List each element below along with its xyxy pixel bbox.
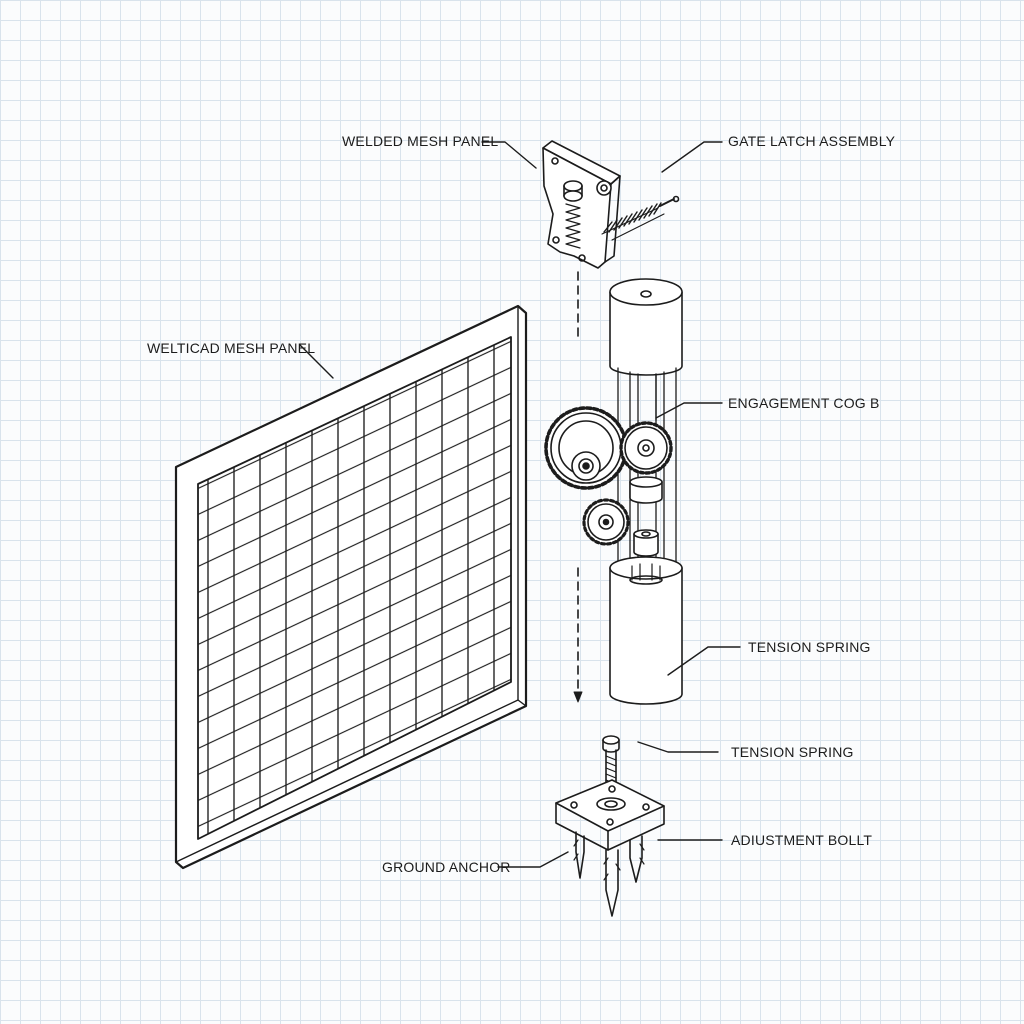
callout-tension-spring-upper: TENSION SPRING [748, 639, 871, 655]
leader-welded-mesh-panel-top [481, 141, 537, 169]
leader-ground-anchor [497, 851, 569, 868]
callout-tension-spring-lower: TENSION SPRING [731, 744, 854, 760]
gear-large [544, 406, 628, 490]
ground-anchor [555, 779, 665, 917]
leader-engagement-cog [655, 402, 723, 419]
callout-engagement-cog: ENGAGEMENT COG B [728, 395, 880, 411]
leader-lines [299, 141, 741, 868]
callout-adjustment-bolt: ADIUSTMENT BOLLT [731, 832, 873, 848]
callout-gate-latch-assembly: GATE LATCH ASSEMBLY [728, 133, 896, 149]
gear-medium [619, 421, 673, 475]
callout-welded-mesh-panel-top: WELDED MESH PANEL [342, 133, 499, 149]
callout-ground-anchor: GROUND ANCHOR [382, 859, 511, 875]
gear-small [582, 498, 630, 546]
leader-mesh-panel-left [299, 344, 334, 379]
callout-mesh-panel-left: WELTICAD MESH PANEL [147, 340, 316, 356]
alignment-arrow [573, 691, 583, 703]
leader-tension-spring-lower [637, 741, 719, 753]
cylinder-assembly [609, 278, 683, 705]
leader-gate-latch-assembly [661, 141, 723, 173]
gate-latch-bracket [542, 140, 621, 269]
leader-tension-spring-upper [667, 646, 741, 676]
latch-spring [601, 195, 680, 241]
mesh-panel [174, 304, 528, 870]
